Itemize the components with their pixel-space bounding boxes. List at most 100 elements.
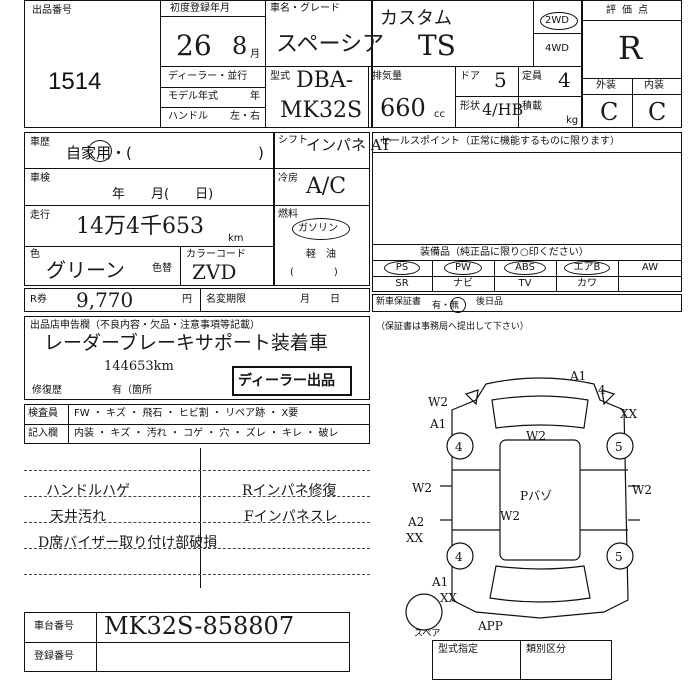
recycle-label: R券	[30, 294, 47, 305]
dealer-stamp: ディーラー出品	[238, 373, 336, 389]
history-close: )	[258, 144, 264, 162]
dealer-stamp-frame	[232, 366, 352, 396]
mark-7: 5	[615, 440, 623, 454]
fuel-circle	[292, 218, 350, 240]
shift-value: インパネ AT	[306, 136, 391, 154]
grade: カスタム	[380, 8, 452, 29]
lot-no-label: 出品番号	[32, 5, 72, 16]
car-hood	[491, 395, 589, 429]
history-label: 車歴	[30, 137, 50, 148]
warranty-note: （保証書は事務局へ提出して下さい）	[376, 322, 529, 332]
mark-4: A1	[429, 417, 446, 431]
displacement-unit: cc	[434, 109, 445, 120]
note-right-2: Fインパネスレ	[244, 509, 338, 525]
repair-value: 有（箇所	[112, 385, 152, 396]
note-left-3: D席バイザー取り付け部破損	[38, 535, 218, 551]
inspector-label-b: 記入欄	[28, 428, 58, 439]
chassis-value: MK32S-858807	[104, 612, 295, 640]
capacity-label: 定員	[522, 71, 542, 82]
warranty-frame	[372, 294, 682, 312]
shape: 4/HB	[482, 100, 524, 119]
report-line-2: 144653km	[104, 359, 174, 374]
equip-tv: TV	[518, 278, 532, 289]
mileage-value: 14万4千653	[76, 214, 204, 239]
warranty-after-label: 後日品	[476, 297, 504, 307]
doors-label: ドア	[460, 71, 480, 82]
shift-label: シフト	[278, 135, 308, 146]
repair-label: 修復歴	[32, 385, 62, 396]
mark-17: XX	[440, 591, 458, 605]
equip-abs-circle	[504, 261, 546, 275]
mark-2: XX	[620, 407, 638, 421]
ac-label: 冷房	[278, 173, 298, 184]
report-frame	[24, 316, 370, 400]
details-frame-mid	[274, 132, 370, 286]
equip-pw-circle	[444, 261, 482, 275]
first-reg-month: 8	[232, 32, 248, 60]
reg-label: 登録番号	[34, 651, 74, 662]
model-label: 車名・グレード	[270, 3, 340, 14]
load-unit: kg	[566, 115, 579, 126]
mileage-unit: km	[228, 233, 244, 244]
equip-sr: SR	[395, 278, 409, 289]
mark-3: W2	[428, 395, 448, 409]
doors: 5	[494, 68, 507, 92]
inspector-row-1: FW ・ キズ ・ 飛石 ・ ヒビ割 ・ リペア跡 ・ X要	[74, 408, 299, 419]
name-change-value: 月 日	[300, 294, 340, 305]
recycle-frame	[24, 288, 370, 312]
displacement: 660	[380, 94, 426, 122]
mark-18: APP	[477, 619, 503, 633]
mark-1: 4	[598, 383, 606, 397]
mileage-label: 走行	[30, 210, 50, 221]
mark-16: A1	[431, 575, 448, 589]
exterior-label: 外装	[596, 80, 616, 91]
color-label: 色	[30, 249, 40, 260]
type-label: 型式	[270, 71, 290, 82]
mark-14: 4	[455, 550, 463, 564]
type-code-1: DBA-	[296, 68, 354, 93]
mark-9: W2	[632, 483, 652, 497]
mark-11: XX	[406, 531, 424, 545]
car-roof	[499, 439, 581, 561]
header-left-frame	[24, 0, 372, 128]
drive-2wd-circle	[540, 12, 578, 30]
drive-4wd: 4WD	[545, 43, 569, 54]
score-value: R	[618, 29, 643, 67]
wheel-fr	[606, 432, 634, 460]
header-mid-frame	[372, 0, 582, 128]
first-reg-month-unit: 月	[250, 49, 260, 60]
warranty-options: 有・無	[432, 301, 460, 311]
model-name: スペーシア	[276, 32, 385, 57]
name-change-label: 名変期限	[206, 294, 246, 305]
mark-15: 5	[615, 550, 623, 564]
dealer-label: ディーラー・並行	[168, 71, 248, 82]
color-value: グリーン	[46, 258, 125, 282]
fuel-paren: ( )	[290, 267, 338, 278]
fuel-light-oil: 軽 油	[306, 249, 336, 260]
car-rear-window	[489, 565, 591, 603]
class-label: 類別区分	[526, 644, 566, 655]
handle-options: 左・右	[230, 111, 260, 122]
mark-8: W2	[412, 481, 432, 495]
type-code-2: MK32S	[280, 98, 363, 123]
equip-leather: カワ	[577, 278, 597, 289]
note-left-1: ハンドルハゲ	[46, 483, 130, 499]
mark-5: 4	[455, 440, 463, 454]
equip-aw: AW	[641, 262, 659, 273]
warranty-circle	[450, 297, 466, 313]
report-line-1: レーダーブレーキサポート装着車	[44, 332, 328, 354]
recycle-unit: 円	[182, 294, 192, 305]
interior-grade: C	[648, 98, 667, 126]
color-code-label: カラーコード	[186, 249, 246, 260]
wheel-rr	[606, 542, 634, 570]
inspection-value: 年 月( 日)	[112, 187, 214, 202]
inspection-label: 車検	[30, 173, 50, 184]
shape-label: 形状	[460, 101, 480, 112]
score-label: 評価点	[606, 5, 654, 16]
wheel-fl	[446, 432, 474, 460]
color-change-label: 色替	[152, 263, 172, 274]
ac-value: A/C	[306, 174, 347, 199]
sales-point-label: セールスポイント（正常に機能するものに限ります）	[380, 136, 620, 147]
